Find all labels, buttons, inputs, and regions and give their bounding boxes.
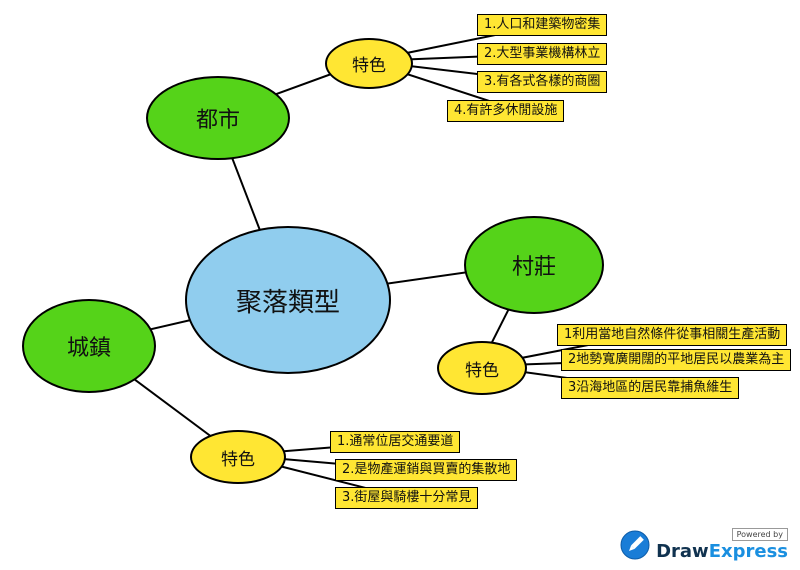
- brand-draw: Draw: [656, 541, 709, 562]
- node-town-label: 城鎮: [66, 336, 111, 361]
- item-box-town-3[interactable]: 3.街屋與騎樓十分常見: [335, 487, 479, 509]
- feature-node-city[interactable]: 特色: [325, 38, 413, 89]
- item-box-town-2[interactable]: 2.是物產運銷與買賣的集散地: [335, 459, 518, 481]
- drawexpress-logo-icon: [620, 530, 650, 560]
- node-village-label: 村莊: [511, 255, 556, 280]
- drawexpress-brand: DrawExpress: [656, 542, 788, 562]
- feature-node-town[interactable]: 特色: [190, 430, 286, 484]
- feature-node-town-label: 特色: [221, 449, 255, 470]
- drawexpress-watermark: Powered by DrawExpress: [620, 528, 788, 562]
- item-box-village-1[interactable]: 1利用當地自然條件從事相關生產活動: [557, 324, 788, 346]
- node-settlement-types[interactable]: 聚落類型: [185, 226, 391, 374]
- drawexpress-watermark-text: Powered by DrawExpress: [656, 528, 788, 562]
- node-town[interactable]: 城鎮: [22, 299, 156, 393]
- brand-express: Express: [708, 541, 788, 562]
- powered-by-label: Powered by: [731, 528, 788, 541]
- item-box-village-2[interactable]: 2地勢寬廣開闊的平地居民以農業為主: [561, 349, 792, 371]
- item-box-village-3[interactable]: 3沿海地區的居民靠捕魚維生: [561, 377, 740, 399]
- feature-node-city-label: 特色: [352, 56, 386, 76]
- feature-node-village[interactable]: 特色: [437, 341, 527, 395]
- item-box-city-1[interactable]: 1.人口和建築物密集: [477, 14, 608, 36]
- node-city-label: 都市: [195, 108, 240, 133]
- item-box-city-4[interactable]: 4.有許多休閒設施: [447, 100, 565, 122]
- item-box-city-2[interactable]: 2.大型事業機構林立: [477, 43, 608, 65]
- item-box-city-3[interactable]: 3.有各式各樣的商圈: [477, 71, 608, 93]
- node-settlement-types-label: 聚落類型: [235, 287, 340, 318]
- node-city[interactable]: 都市: [146, 76, 290, 160]
- item-box-town-1[interactable]: 1.通常位居交通要道: [330, 431, 461, 453]
- node-village[interactable]: 村莊: [464, 216, 604, 314]
- feature-node-village-label: 特色: [465, 360, 499, 381]
